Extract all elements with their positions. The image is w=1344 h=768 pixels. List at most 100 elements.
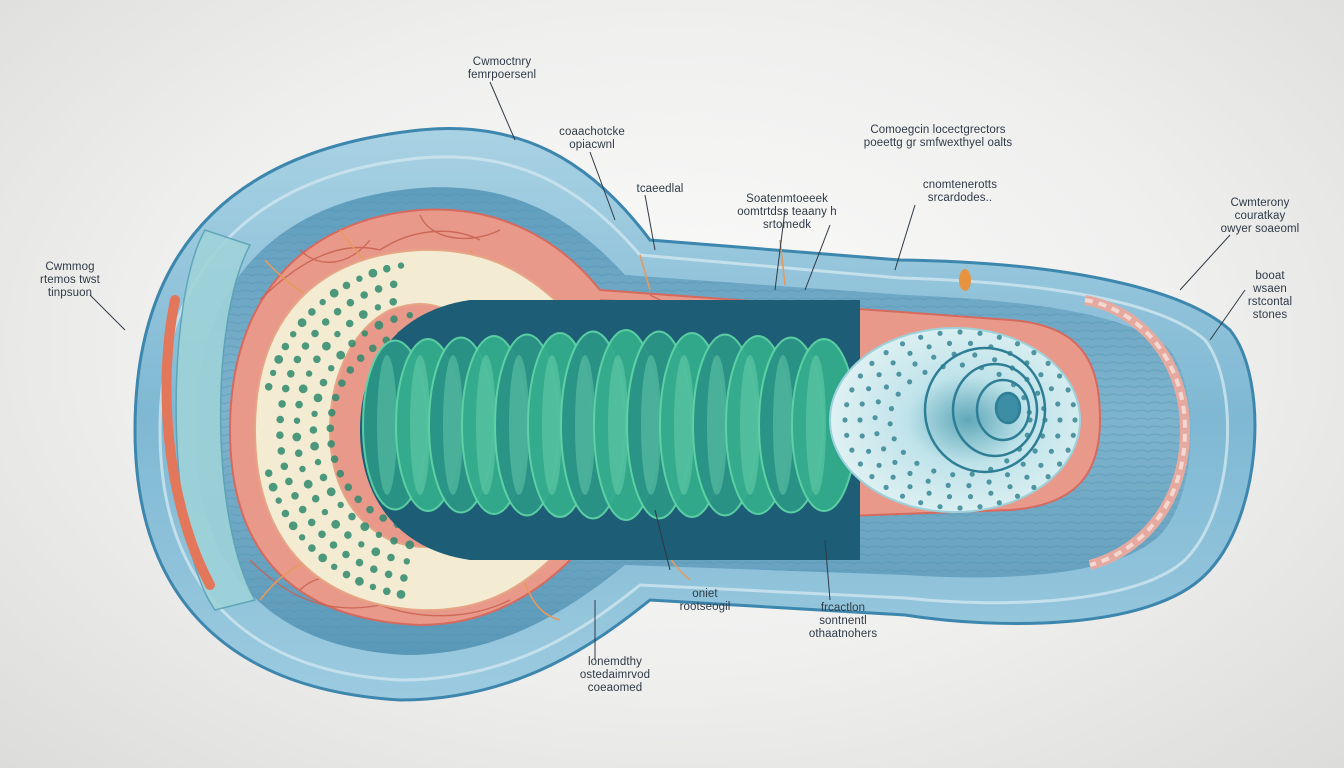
cap-dot [922,369,928,375]
cap-dot [967,494,974,500]
cap-dot [1024,474,1030,480]
tissue-dot [337,501,344,509]
tissue-dot [406,312,413,319]
tissue-dot [403,558,410,565]
cap-dot [937,504,943,510]
tissue-dot [336,469,345,478]
tissue-dot [308,544,316,552]
ring-highlight [542,355,562,495]
tissue-dot [389,298,398,306]
tissue-dot [292,432,302,442]
cap-dot [988,490,994,496]
cap-dot [1057,417,1063,423]
cap-dot [957,505,963,511]
tissue-dot [328,365,335,372]
cap-dot [907,484,913,490]
tissue-dot [333,307,342,316]
cap-dot [859,401,865,407]
cap-dot [1038,462,1044,468]
tissue-dot [375,531,383,538]
tissue-dot [276,415,285,424]
tissue-dot [390,315,398,324]
tissue-dot [274,355,284,364]
ring-highlight [509,355,529,495]
cap-dot [1055,401,1061,407]
tissue-dot [321,508,329,516]
tissue-dot [390,537,398,545]
tissue-dot [374,320,384,330]
tissue-dot [276,431,284,440]
cap-dot [888,406,895,412]
tissue-dot [366,505,374,514]
cap-dot [857,417,863,423]
cap-dot [895,391,901,397]
cap-dot [887,421,893,427]
tissue-dot [329,288,339,298]
tissue-dot [346,298,355,307]
cap-dot [1070,432,1076,438]
cap-dot [892,459,898,465]
cap-dot [918,334,924,340]
cap-dot [883,384,890,390]
ring-stack [362,329,857,521]
cap-dot [896,371,902,377]
tissue-dot [387,553,395,562]
tissue-dot [327,440,336,448]
tissue-dot [295,400,303,409]
cap-dot [907,379,913,385]
tissue-dot [305,370,313,377]
ring-highlight [575,355,595,495]
cap-dot [1055,433,1061,439]
tissue-dot [268,482,278,492]
tissue-dot [360,522,370,531]
cap-dot [946,340,953,346]
cap-dot [890,360,896,366]
cap-dot [890,474,896,480]
tissue-dot [354,495,363,504]
cap-dot [925,478,931,484]
cap-dot [1007,484,1013,490]
cap-dot [977,504,983,510]
tissue-dot [313,393,323,403]
tissue-dot [342,550,350,559]
cap-dot [857,461,864,467]
tissue-dot [285,477,293,486]
tissue-dot [400,574,408,582]
cap-dot [849,447,855,453]
cap-dot [1031,484,1037,490]
tissue-dot [298,384,308,394]
tissue-dot [311,329,319,338]
ring-highlight [773,355,793,495]
tissue-dot [356,354,365,363]
cap-dot [876,372,882,378]
tissue-dot [331,563,338,570]
cap-dot [969,471,975,477]
tissue-dot [301,342,310,350]
tissue-dot [368,268,378,278]
tissue-dot [277,447,286,455]
cap-dot [875,399,881,405]
cap-dot [1045,474,1051,480]
cap-dot [1014,341,1021,347]
orange-nodule [959,269,971,291]
tissue-dot [291,492,299,500]
tissue-dot [334,330,341,338]
tissue-dot [308,308,316,316]
tissue-dot [326,424,335,433]
tissue-dot [374,304,382,311]
tissue-dot [383,264,391,273]
tissue-dot [361,330,368,337]
cap-dot [967,340,974,346]
cap-dot [937,330,943,336]
ring-highlight [674,355,694,495]
cap-dot [842,417,848,423]
cap-dot [1065,387,1071,393]
tissue-dot [383,587,391,596]
